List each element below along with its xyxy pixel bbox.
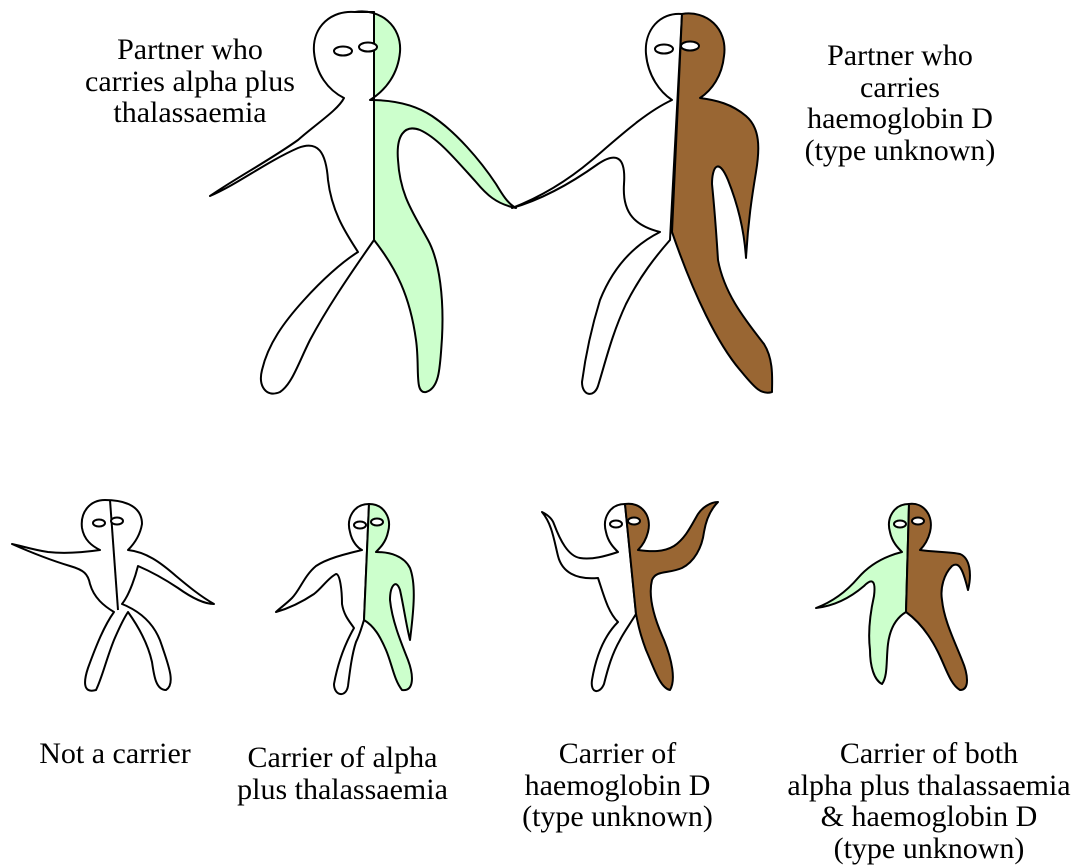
label-line: Not a carrier xyxy=(10,738,220,770)
child-alpha-carrier-left-half xyxy=(276,504,369,694)
label-line: Partner who xyxy=(40,34,340,66)
child-hbd-carrier-figure xyxy=(542,502,718,691)
right-partner-left-eye xyxy=(655,45,673,54)
child-hbd-carrier-right-half xyxy=(625,502,718,690)
child-alpha-carrier-right-half xyxy=(364,504,414,690)
left-partner-label: Partner who carries alpha plus thalassae… xyxy=(40,34,340,129)
child-not-carrier-right-eye xyxy=(111,518,123,525)
label-line: Carrier of alpha xyxy=(215,742,470,774)
child-not-carrier-left-eye xyxy=(93,520,105,527)
right-partner-figure xyxy=(512,13,772,393)
child-both-carrier-figure xyxy=(816,504,970,690)
label-line: (type unknown) xyxy=(490,801,745,833)
child-alpha-carrier-left-eye xyxy=(354,522,366,529)
child-both-carrier-right-half xyxy=(906,504,970,690)
alpha-carrier-label: Carrier of alpha plus thalassaemia xyxy=(215,742,470,805)
label-line: (type unknown) xyxy=(750,135,1050,167)
both-carrier-label: Carrier of both alpha plus thalassaemia … xyxy=(770,738,1088,864)
label-line: haemoglobin D xyxy=(750,103,1050,135)
child-alpha-carrier-figure xyxy=(276,504,414,694)
label-line: carries xyxy=(750,72,1050,104)
label-line: & haemoglobin D xyxy=(770,801,1088,833)
label-line: (type unknown) xyxy=(770,833,1088,865)
child-both-carrier-left-eye xyxy=(894,521,906,528)
hbd-carrier-label: Carrier of haemoglobin D (type unknown) xyxy=(490,738,745,833)
not-carrier-label: Not a carrier xyxy=(10,738,220,770)
label-line: plus thalassaemia xyxy=(215,774,470,806)
label-line: Partner who xyxy=(750,40,1050,72)
left-partner-right-half xyxy=(355,11,516,392)
child-hbd-carrier-right-eye xyxy=(628,518,640,525)
child-alpha-carrier-right-eye xyxy=(371,519,383,526)
child-hbd-carrier-left-eye xyxy=(610,521,622,528)
label-line: Carrier of xyxy=(490,738,745,770)
label-line: haemoglobin D xyxy=(490,770,745,802)
label-line: Carrier of both xyxy=(770,738,1088,770)
child-both-carrier-right-eye xyxy=(912,518,924,525)
child-hbd-carrier-left-half xyxy=(542,504,636,691)
label-line: carries alpha plus xyxy=(40,66,340,98)
right-partner-label: Partner who carries haemoglobin D (type … xyxy=(750,40,1050,166)
right-partner-right-eye xyxy=(681,42,699,51)
label-line: thalassaemia xyxy=(40,97,340,129)
right-partner-left-half xyxy=(512,14,682,394)
left-partner-right-eye xyxy=(359,43,377,52)
child-not-carrier-figure xyxy=(12,500,214,691)
label-line: alpha plus thalassaemia xyxy=(770,770,1088,802)
child-both-carrier-left-half xyxy=(816,504,909,684)
